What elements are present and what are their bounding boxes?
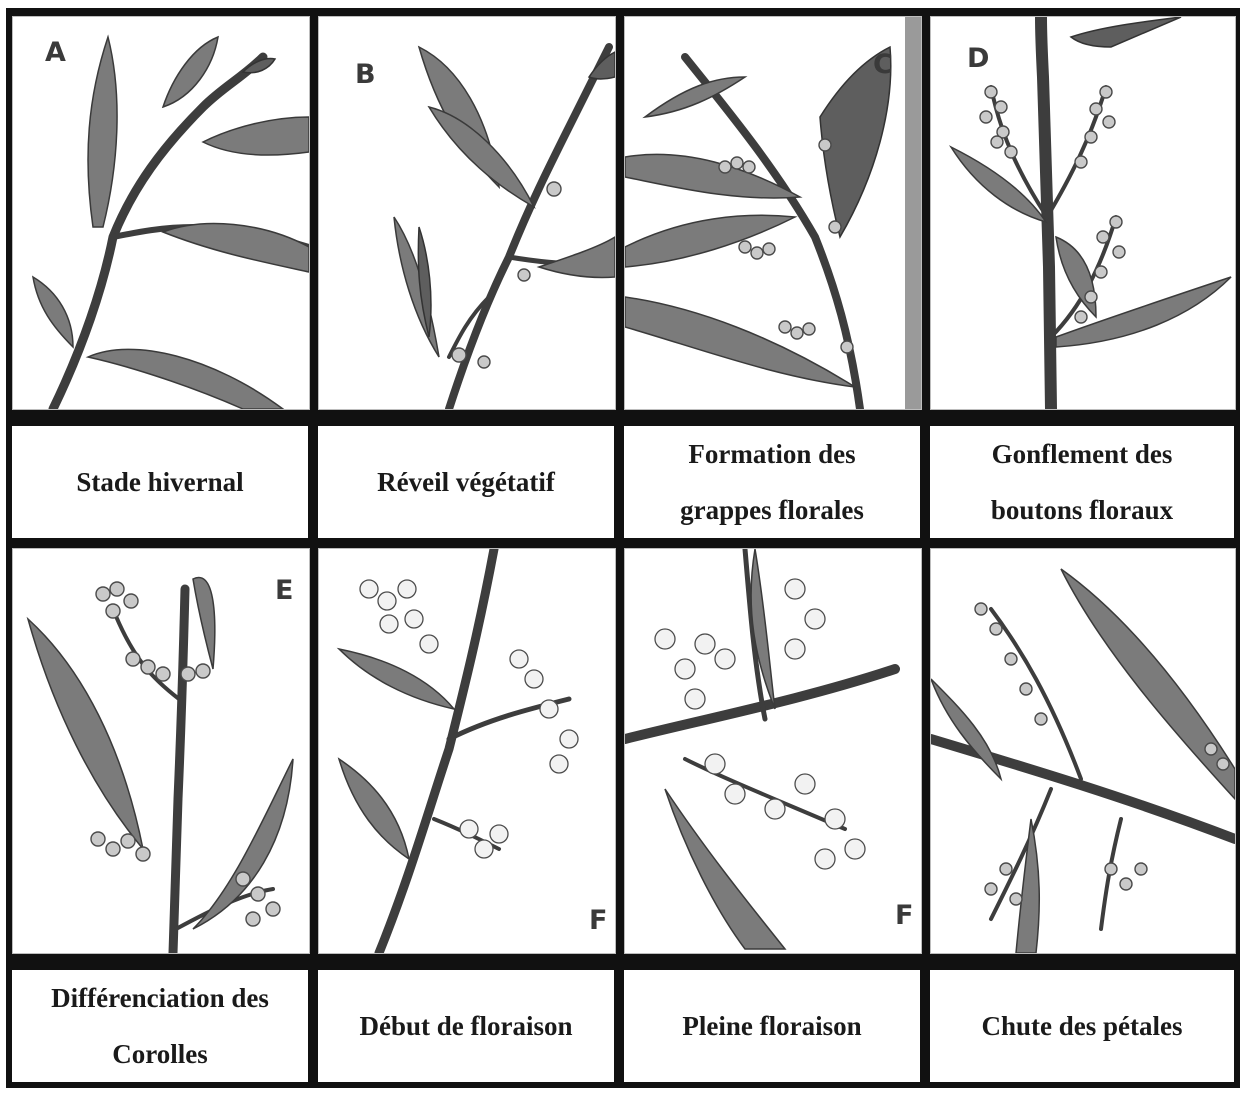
panel-letter: E: [275, 575, 293, 606]
illustration-d: D: [930, 16, 1236, 410]
label-line: Chute des pétales: [982, 998, 1183, 1054]
label-line: Corolles: [51, 1026, 269, 1082]
panel-letter: F: [895, 900, 913, 931]
label-f2: Pleine floraison: [624, 970, 920, 1082]
stages-grid: A B: [6, 8, 1240, 1088]
label-line: grappes florales: [680, 482, 864, 538]
label-h: Chute des pétales: [930, 970, 1234, 1082]
illustration-f1: F: [318, 548, 616, 954]
illustration-e: E: [12, 548, 310, 954]
label-a: Stade hivernal: [12, 426, 308, 538]
panel-letter: C: [873, 49, 893, 80]
panel-letter: F: [589, 905, 607, 936]
label-f1: Début de floraison: [318, 970, 614, 1082]
label-line: Formation des: [680, 426, 864, 482]
label-line: Début de floraison: [359, 998, 572, 1054]
panel-letter: A: [45, 37, 66, 68]
illustration-a: A: [12, 16, 310, 410]
label-line: Pleine floraison: [682, 998, 861, 1054]
panel-letter: D: [967, 43, 989, 74]
illustration-b: B: [318, 16, 616, 410]
label-line: Stade hivernal: [76, 454, 243, 510]
label-b: Réveil végétatif: [318, 426, 614, 538]
illustration-c: C: [624, 16, 922, 410]
label-line: Réveil végétatif: [377, 454, 555, 510]
label-line: boutons floraux: [991, 482, 1173, 538]
label-line: Différenciation des: [51, 970, 269, 1026]
panel-letter: B: [355, 59, 376, 90]
label-line: Gonflement des: [991, 426, 1173, 482]
illustration-f2: F: [624, 548, 922, 954]
illustration-h: [930, 548, 1236, 954]
